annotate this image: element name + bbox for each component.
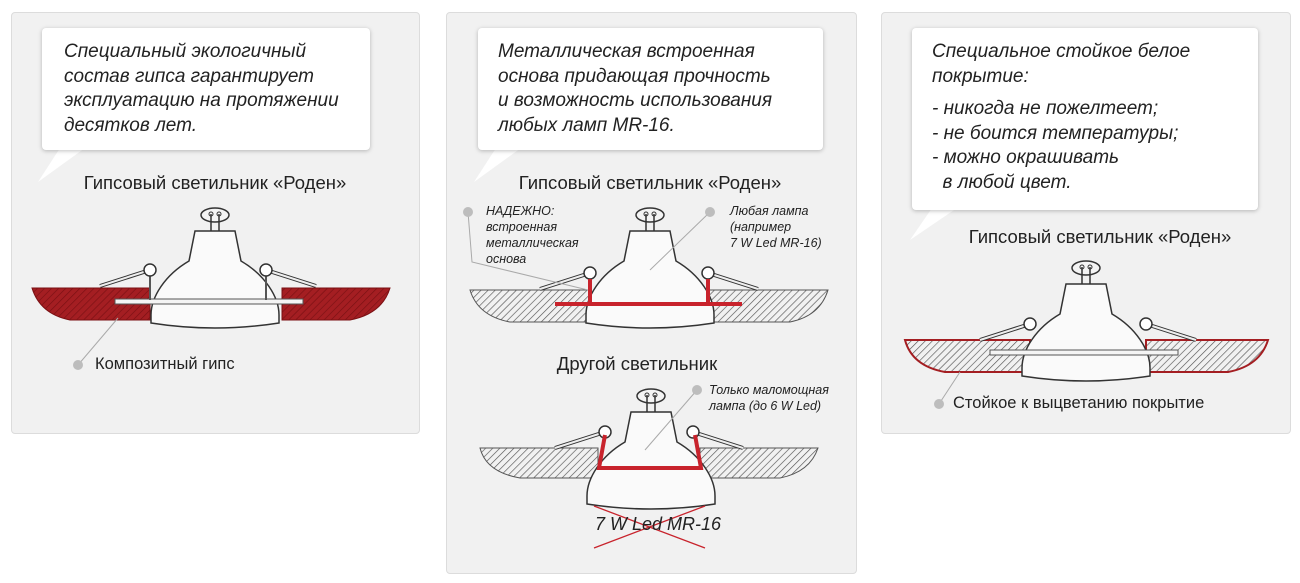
speech-bubble-1: Специальный экологичный состав гипса гар… [42, 28, 370, 150]
bubble-tail [910, 208, 957, 240]
note-any-lamp: Любая лампа (например 7 W Led MR-16) [730, 203, 822, 251]
bubble-line: - никогда не пожелтеет; [932, 98, 1159, 119]
lamp-diagram-2 [463, 207, 829, 329]
metal-base-red [555, 279, 742, 306]
note-line: металлическая [486, 236, 579, 250]
bubble-line: основа придающая прочность [498, 65, 771, 87]
callout-dot [705, 207, 715, 217]
lamp-bulb [1021, 260, 1151, 382]
bubble-line: - не боится температуры; [932, 122, 1179, 144]
gypsum-body [31, 287, 151, 321]
note-line: НАДЕЖНО: [486, 204, 555, 218]
speech-bubble-2: Металлическая встроенная основа придающа… [478, 28, 823, 150]
callout-dot [463, 207, 473, 217]
diagram-title: Гипсовый светильник «Роден» [83, 172, 347, 193]
diagram-title: Гипсовый светильник «Роден» [518, 172, 782, 193]
bubble-line: состав гипса гарантирует [64, 65, 315, 87]
note-line: 7 W Led MR-16) [730, 236, 822, 250]
note-low-power: Только маломощная лампа (до 6 W Led) [709, 382, 829, 414]
bubble-line: Специальное стойкое белое [932, 41, 1191, 62]
bubble-line: эксплуатацию на протяжении [64, 90, 339, 111]
bubble-line: и возможность использования [498, 90, 772, 111]
cross-line [593, 505, 706, 549]
lamp-diagram-1 [31, 207, 391, 370]
callout-label: Композитный гипс [95, 355, 235, 373]
diagram-title: Гипсовый светильник «Роден» [968, 226, 1232, 247]
bubble-line: Специальный экологичный [64, 41, 307, 62]
note-metal-base: НАДЕЖНО: встроенная металлическая основа [486, 203, 579, 267]
callout-dot [934, 399, 944, 409]
bubble-line: Металлическая встроенная [498, 41, 755, 62]
callout-dot [692, 385, 702, 395]
note-line: (например [730, 220, 792, 234]
callout-dot [73, 360, 83, 370]
note-line: Любая лампа [730, 204, 809, 218]
bubble-tail [38, 148, 85, 182]
callout-label: Стойкое к выцветанию покрытие [953, 394, 1205, 412]
gypsum-body [281, 287, 391, 321]
note-line: встроенная [486, 220, 558, 234]
lamp-diagram-3 [903, 260, 1270, 409]
bubble-line: любых ламп MR-16. [498, 114, 675, 136]
other-lamp-title: Другой светильник [556, 353, 718, 374]
bubble-line: десятков лет. [64, 114, 198, 136]
metal-base [114, 298, 304, 305]
note-line: лампа (до 6 W Led) [709, 399, 822, 413]
bubble-line: покрытие: [932, 65, 1029, 87]
speech-bubble-3: Специальное стойкое белое покрытие: - ни… [912, 28, 1258, 210]
bubble-tail [474, 148, 521, 182]
bubble-line: в любой цвет. [932, 171, 1072, 193]
note-line: Только маломощная [709, 383, 829, 397]
note-line: основа [486, 252, 527, 266]
metal-base-red [596, 434, 704, 470]
bubble-line: - можно окрашивать [932, 147, 1120, 168]
lamp-diagram-other [479, 385, 819, 549]
crossed-out-lamp: 7 W Led MR-16 [595, 514, 722, 534]
